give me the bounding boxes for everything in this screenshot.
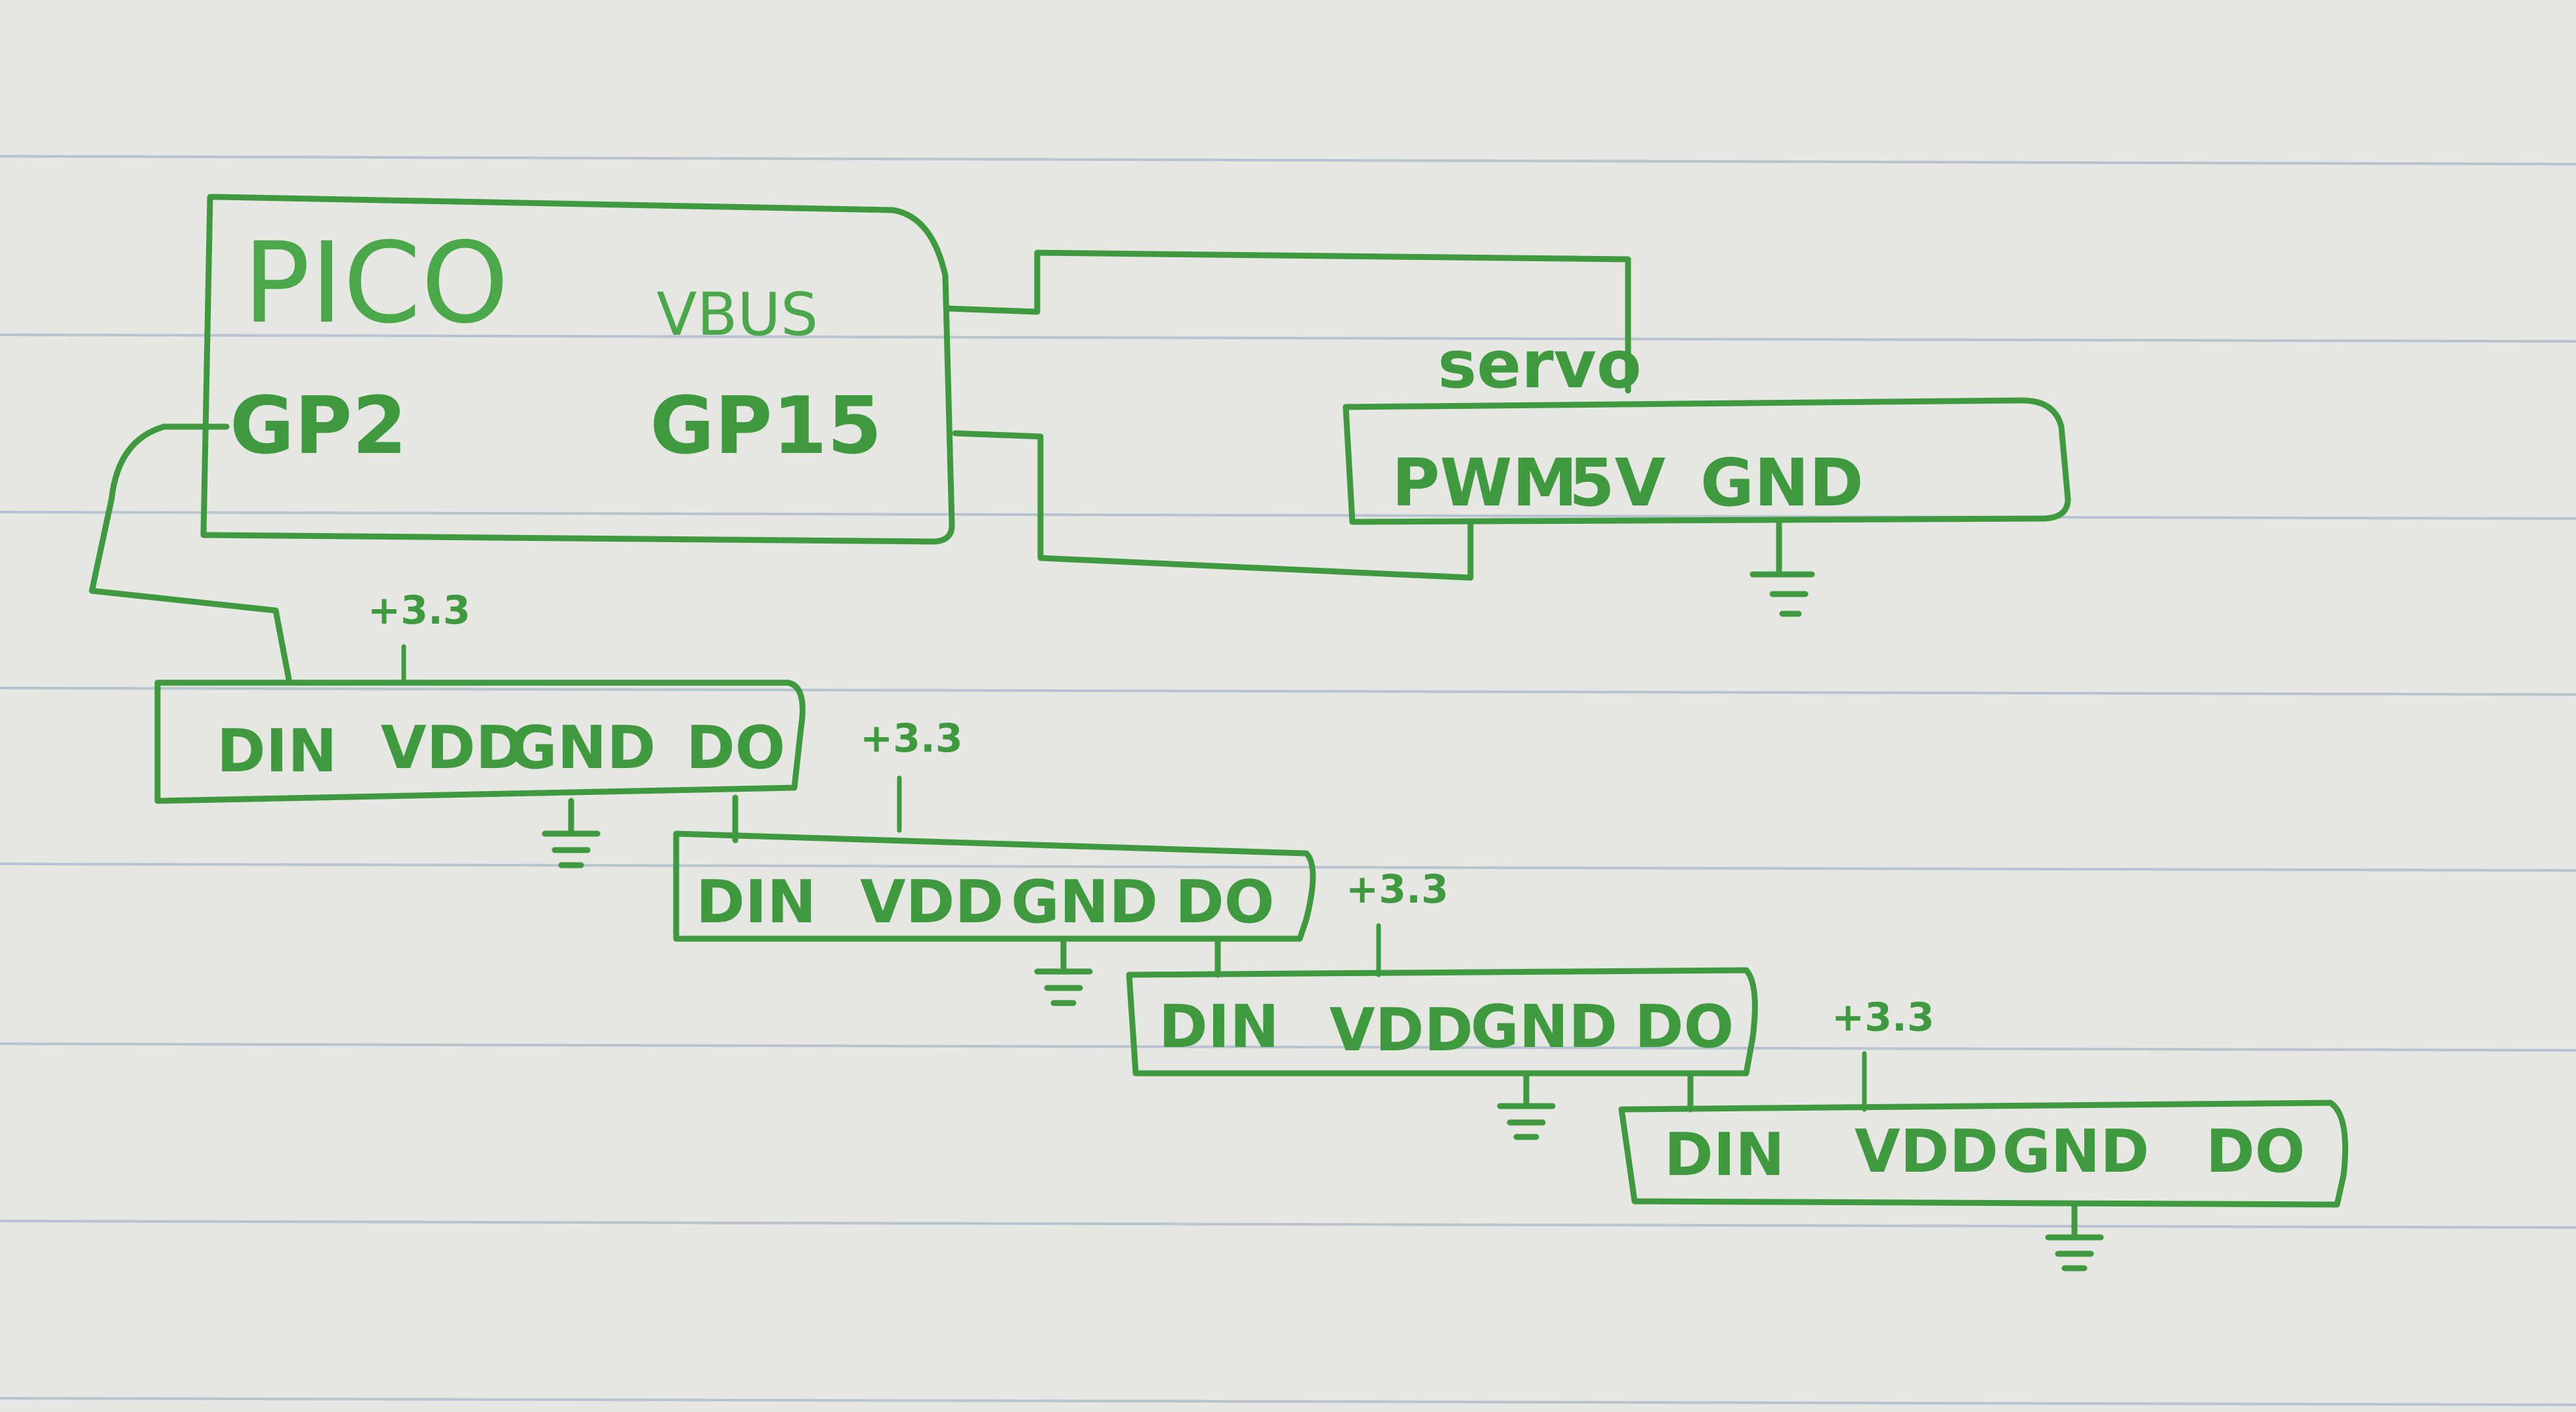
module-2-pin-gnd: GND	[1011, 868, 1158, 937]
servo-pin-gnd: GND	[1700, 444, 1864, 521]
servo-title: servo	[1438, 326, 1642, 403]
module-1: DIN VDD GND DO +3.3	[154, 588, 805, 868]
module-1-pin-vdd: VDD	[381, 714, 525, 782]
pico-gp15-label: GP15	[650, 381, 882, 472]
module-1-pin-do: DO	[686, 714, 785, 782]
module-2-pin-do: DO	[1175, 868, 1274, 937]
module-1-pin-din: DIN	[217, 717, 337, 786]
servo: servo PWM 5V GND	[1342, 326, 2071, 617]
module-4-pin-din: DIN	[1664, 1121, 1785, 1189]
module-2-pin-vdd: VDD	[860, 868, 1004, 937]
module-3-pin-vdd: VDD	[1329, 996, 1473, 1065]
wire-gp2-din	[89, 423, 292, 683]
servo-pin-5v: 5V	[1569, 444, 1665, 521]
module-3-pin-do: DO	[1635, 993, 1734, 1061]
module-2: DIN VDD GND DO +3.3	[673, 716, 1316, 1006]
module-4-pin-do: DO	[2206, 1117, 2305, 1186]
module-3-pin-gnd: GND	[1470, 993, 1618, 1061]
module-2-supply: +3.3	[860, 716, 963, 761]
module-1-pin-gnd: GND	[509, 714, 656, 782]
pico-board: PICO VBUS GP2 GP15	[200, 194, 955, 545]
module-4-pin-vdd: VDD	[1855, 1117, 1998, 1186]
module-1-supply: +3.3	[368, 588, 471, 633]
module-3-pin-din: DIN	[1159, 993, 1279, 1061]
pico-gp2-label: GP2	[230, 381, 407, 472]
ruled-lines	[0, 155, 2576, 1406]
module-3-supply: +3.3	[1346, 866, 1449, 912]
module-3: DIN VDD GND DO +3.3	[1126, 866, 1758, 1140]
pico-title: PICO	[243, 219, 509, 349]
servo-pin-pwm: PWM	[1392, 444, 1578, 521]
module-2-pin-din: DIN	[696, 868, 817, 937]
module-4-supply: +3.3	[1832, 995, 1935, 1040]
wires-pico-servo	[945, 249, 1631, 581]
module-4-pin-gnd: GND	[2002, 1117, 2149, 1186]
module-4: DIN VDD GND DO +3.3	[1618, 995, 2348, 1272]
pico-vbus-label: VBUS	[656, 280, 818, 349]
